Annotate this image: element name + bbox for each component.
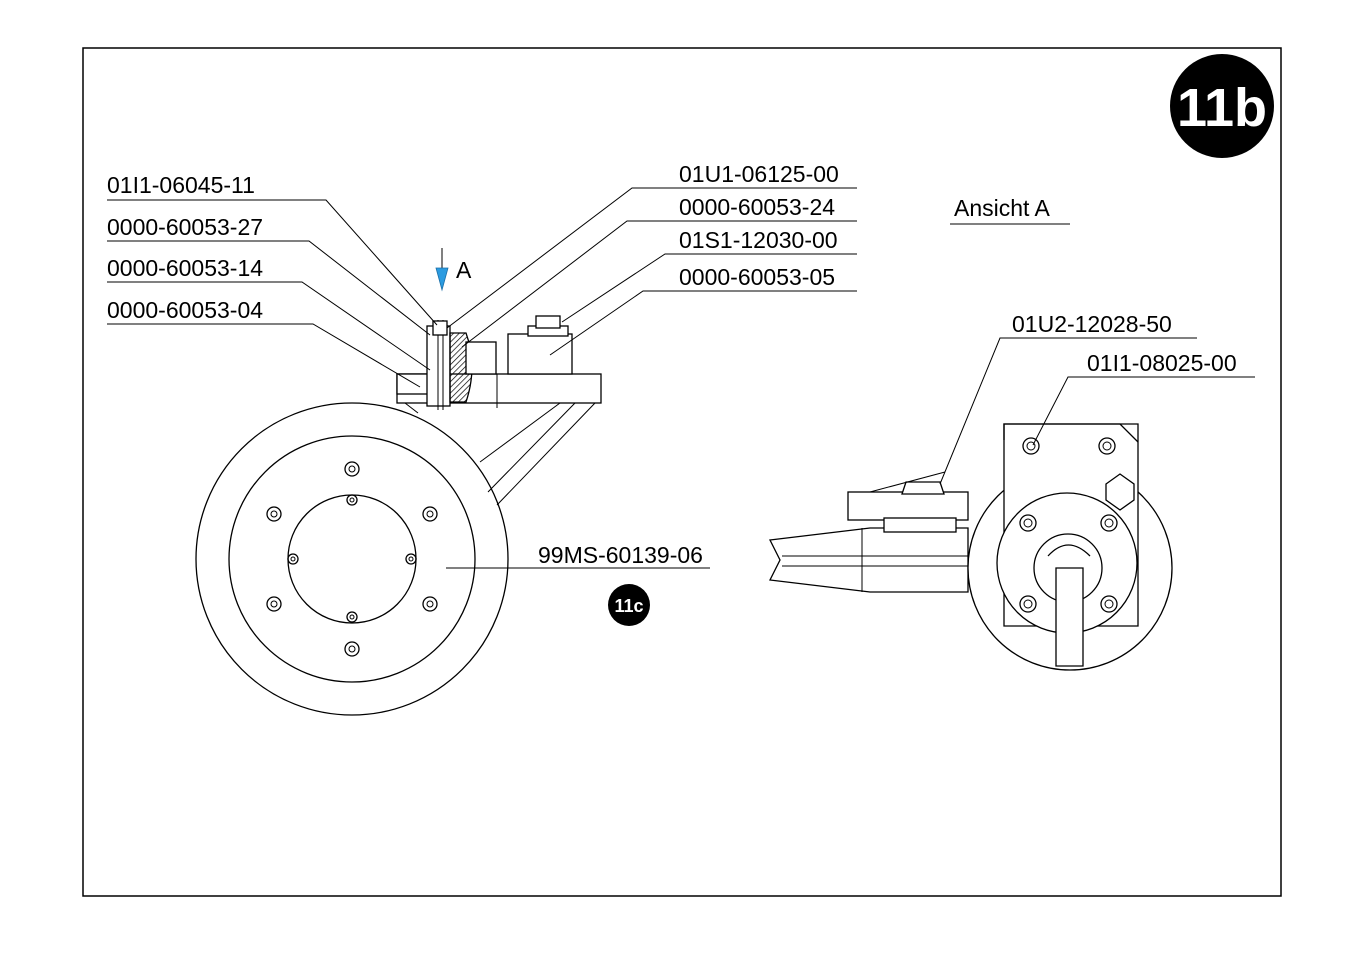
sheet-badge: 11b	[1170, 54, 1274, 158]
part-number-text: 0000-60053-04	[107, 297, 263, 323]
view-arrow-a: A	[436, 248, 472, 290]
view-arrow-label: A	[456, 257, 472, 283]
part-number-text: 0000-60053-24	[679, 194, 835, 220]
part-number-text: 01I1-06045-11	[107, 172, 255, 198]
part-number-text: 0000-60053-27	[107, 214, 263, 240]
part-number-text: 0000-60053-05	[679, 264, 835, 290]
top-mount-assembly	[397, 316, 601, 410]
part-label-0000-60053-05: 0000-60053-05	[550, 264, 857, 355]
part-number-text: 01S1-12030-00	[679, 227, 838, 253]
part-number-text: 01U1-06125-00	[679, 161, 839, 187]
part-number-text: 01I1-08025-00	[1087, 350, 1237, 376]
wheel-front-view	[196, 403, 508, 715]
part-number-text: 99MS-60139-06	[538, 542, 703, 568]
part-number-text: 01U2-12028-50	[1012, 311, 1172, 337]
reference-badge-text: 11c	[614, 596, 643, 616]
view-title: Ansicht A	[954, 195, 1051, 221]
part-number-text: 0000-60053-14	[107, 255, 263, 281]
part-label-0000-60053-04: 0000-60053-04	[107, 297, 420, 387]
sheet-badge-text: 11b	[1177, 78, 1267, 138]
reference-badge[interactable]: 11c	[608, 584, 650, 626]
